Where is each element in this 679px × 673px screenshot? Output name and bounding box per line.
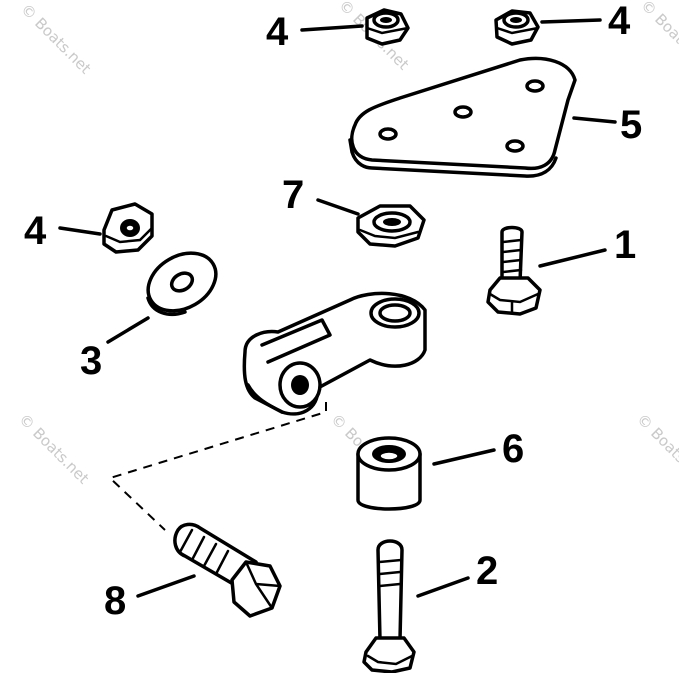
clevis-link-arm [242,291,427,416]
assembly-dashed-line [108,402,327,531]
callout-8: 8 [104,579,126,623]
callout-2: 2 [476,549,498,593]
leader-4-left [58,226,102,236]
nut-middle [356,204,426,248]
callout-numbers: 4 4 5 7 4 1 3 6 2 8 [24,0,642,623]
nut-left [102,202,154,254]
leader-5 [572,116,617,124]
callout-1: 1 [614,223,636,267]
leader-4-top-right [540,18,602,24]
washer [146,251,218,317]
watermark-top-left: © Boats.net [17,0,95,78]
watermark-mid-left: © Boats.net [15,410,93,488]
callout-6: 6 [502,427,524,471]
callout-4-top-right: 4 [608,0,631,43]
leader-lines [58,18,617,598]
leader-8 [136,574,196,598]
leader-6 [432,448,496,466]
long-bolt [362,539,416,673]
hex-bolt-angled [173,522,282,618]
callout-7: 7 [282,173,304,217]
callout-4-left: 4 [24,209,47,253]
leader-3 [106,316,150,344]
nut-top-right [494,9,540,46]
triangular-plate [348,56,577,178]
leader-1 [538,248,607,268]
spacer-sleeve [356,436,422,511]
leader-2 [416,576,470,598]
leader-7 [316,198,360,216]
nut-top-center [365,8,410,46]
callout-5: 5 [620,103,642,147]
callout-4-top-center: 4 [266,10,289,54]
watermark-mid-right: © Boats.net [633,410,679,488]
watermark-top-right: © Boats.net [637,0,679,74]
short-bolt [486,225,542,316]
callout-3: 3 [80,339,102,383]
leader-4-top-center [300,24,364,32]
